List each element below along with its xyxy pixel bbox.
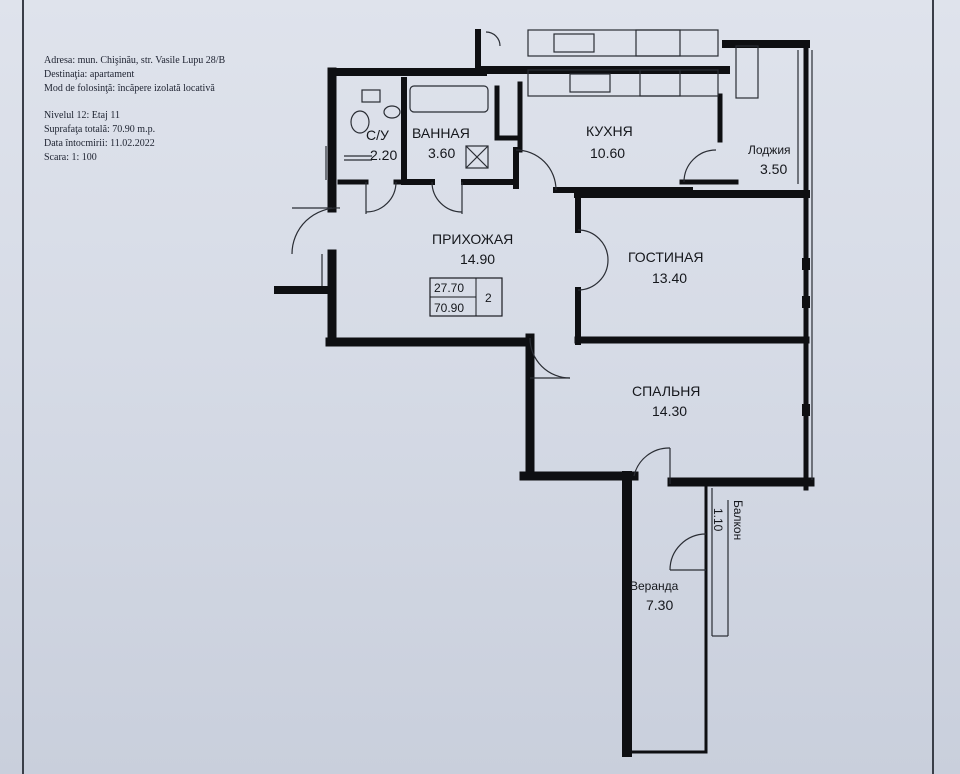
window-marks xyxy=(802,258,810,486)
room-area-bedroom: 14.30 xyxy=(652,403,687,419)
room-area-wc: 2.20 xyxy=(370,147,397,163)
room-label-wc: С/У xyxy=(366,127,389,143)
use-mode-line: Mod de folosinţă: încăpere izolată locat… xyxy=(44,83,215,94)
summary-rooms-count: 2 xyxy=(485,291,492,305)
room-area-living: 13.40 xyxy=(652,270,687,286)
room-area-kitchen: 10.60 xyxy=(590,145,625,161)
sheet-right-edge xyxy=(932,0,934,774)
room-label-kitchen: КУХНЯ xyxy=(586,123,633,139)
room-label-bedroom: СПАЛЬНЯ xyxy=(632,383,700,399)
thin-details xyxy=(291,29,813,637)
summary-living-area: 27.70 xyxy=(434,281,464,295)
room-area-bath: 3.60 xyxy=(428,145,455,161)
room-label-balcony: Балкон xyxy=(731,500,745,540)
room-label-veranda: Веранда xyxy=(630,579,679,593)
total-area-line: Suprafaţa totală: 70.90 m.p. xyxy=(44,124,156,135)
date-line: Data întocmirii: 11.02.2022 xyxy=(44,138,155,149)
purpose-line: Destinaţia: apartament xyxy=(44,69,135,80)
scale-line: Scara: 1: 100 xyxy=(44,152,97,163)
address-line: Adresa: mun. Chişinău, str. Vasile Lupu … xyxy=(44,55,226,66)
room-label-loggia: Лоджия xyxy=(748,143,791,157)
sheet-left-edge xyxy=(22,0,24,774)
walls xyxy=(274,29,815,757)
level-line: Nivelul 12: Etaj 11 xyxy=(44,110,121,121)
room-label-hall: ПРИХОЖАЯ xyxy=(432,231,513,247)
room-area-loggia: 3.50 xyxy=(760,161,787,177)
room-area-balcony: 1.10 xyxy=(711,508,725,532)
summary-total-area: 70.90 xyxy=(434,301,464,315)
room-area-veranda: 7.30 xyxy=(646,597,673,613)
room-area-hall: 14.90 xyxy=(460,251,495,267)
summary-box: 27.70 70.90 2 xyxy=(429,277,503,317)
room-label-bath: ВАННАЯ xyxy=(412,125,470,141)
room-label-living: ГОСТИНАЯ xyxy=(628,249,704,265)
